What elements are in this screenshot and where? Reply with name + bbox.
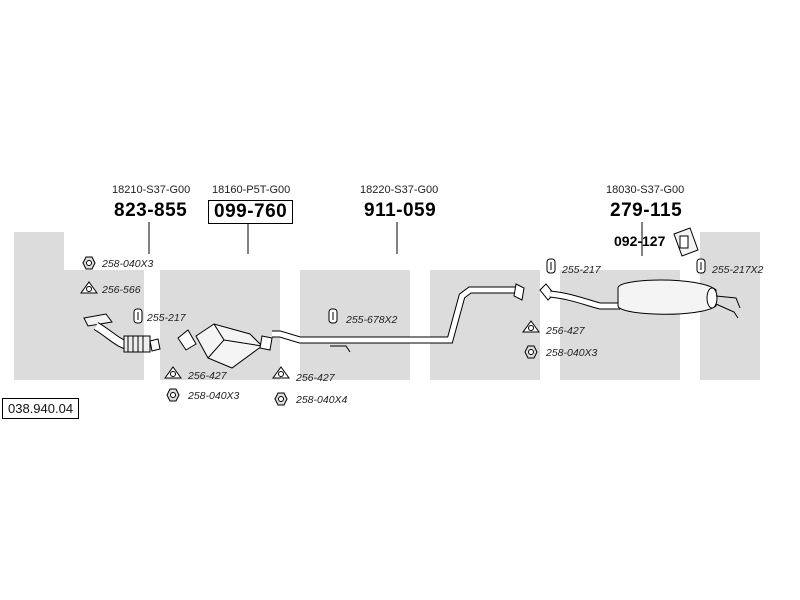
rubber-hanger-icon [133, 308, 143, 324]
fitting-label[interactable]: 255-217 [147, 312, 186, 324]
fitting-label[interactable]: 256-566 [102, 284, 141, 296]
nut-icon [524, 345, 538, 359]
fitting-label[interactable]: 255-217 [562, 264, 601, 276]
rear-silencer [539, 279, 741, 319]
fitting-label[interactable]: 258-040X4 [296, 394, 348, 406]
mounting-bracket [673, 227, 699, 257]
nut-icon [166, 388, 180, 402]
gasket-icon [272, 366, 290, 379]
fitting-label[interactable]: 255-678X2 [346, 314, 398, 326]
fitting-label[interactable]: 256-427 [188, 370, 227, 382]
part-number-mount[interactable]: 092-127 [614, 233, 666, 249]
part-number-middle-pipe[interactable]: 911-059 [364, 200, 437, 221]
rubber-hanger-icon [328, 308, 338, 324]
fitting-label[interactable]: 258-040X3 [546, 347, 598, 359]
oem-number-front-pipe: 18210-S37-G00 [112, 184, 191, 196]
part-number-front-pipe[interactable]: 823-855 [114, 200, 188, 221]
fitting-label[interactable]: 255-217X2 [712, 264, 764, 276]
gasket-icon [80, 281, 98, 294]
nut-icon [274, 392, 288, 406]
oem-number-rear-silencer: 18030-S37-G00 [606, 184, 685, 196]
part-number-catalyst[interactable]: 099-760 [208, 200, 294, 224]
oem-number-catalyst: 18160-P5T-G00 [212, 184, 291, 196]
catalytic-converter [177, 323, 273, 369]
fitting-label[interactable]: 258-040X3 [102, 258, 154, 270]
diagram-reference-number: 038.940.04 [2, 398, 80, 419]
fitting-label[interactable]: 256-427 [546, 325, 585, 337]
gasket-icon [522, 320, 540, 333]
nut-icon [82, 256, 96, 270]
front-pipe [83, 313, 161, 353]
oem-number-middle-pipe: 18220-S37-G00 [360, 184, 439, 196]
gasket-icon [164, 366, 182, 379]
part-number-rear-silencer[interactable]: 279-115 [610, 200, 683, 221]
rubber-hanger-icon [696, 258, 706, 274]
fitting-label[interactable]: 256-427 [296, 372, 335, 384]
fitting-label[interactable]: 258-040X3 [188, 390, 240, 402]
rubber-hanger-icon [546, 258, 556, 274]
middle-pipe [272, 283, 525, 353]
